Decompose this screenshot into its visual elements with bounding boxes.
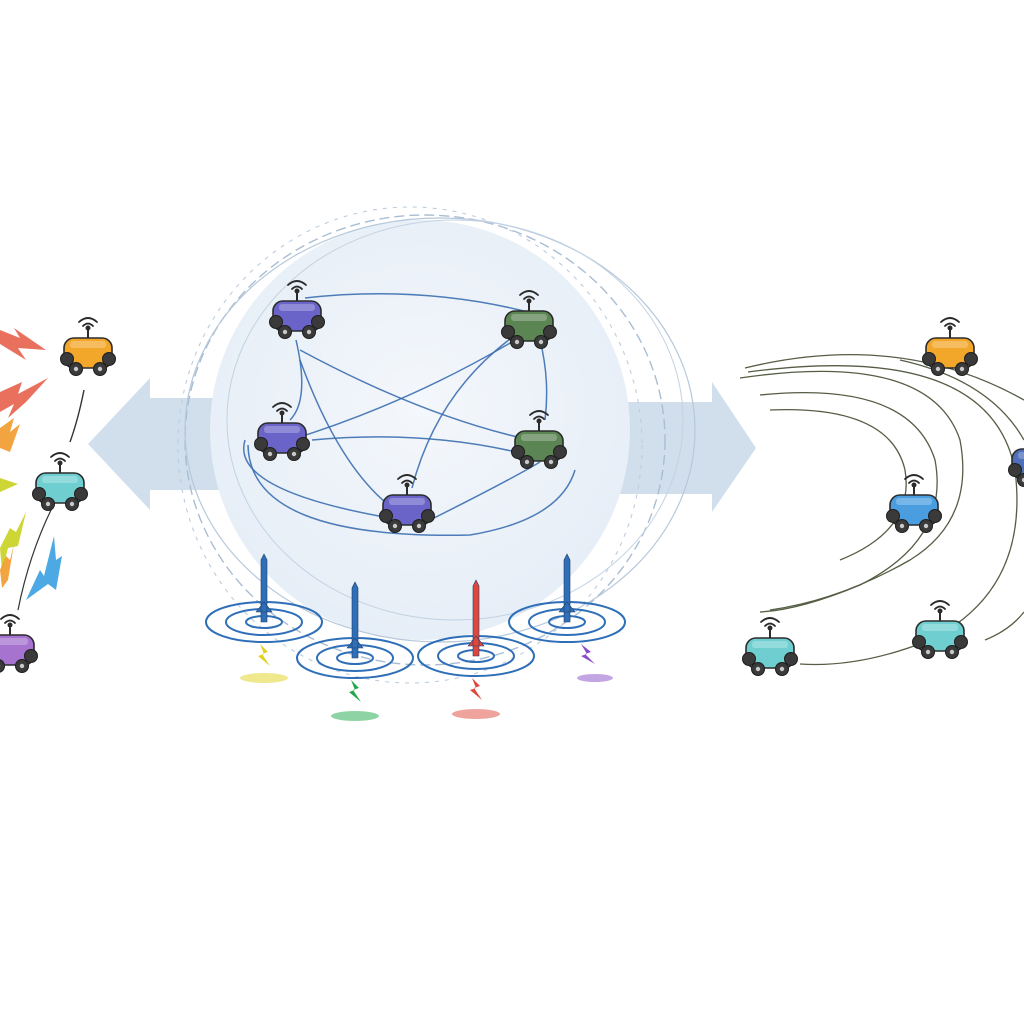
signal-streaks <box>0 328 62 600</box>
right-group <box>739 317 1024 677</box>
cluster-links <box>243 293 576 536</box>
robot-right-2 <box>1007 428 1024 488</box>
left-arrow <box>88 378 230 510</box>
beacon-2 <box>296 581 414 721</box>
robot-left-1 <box>59 317 117 377</box>
robot-right-1 <box>921 317 979 377</box>
left-group <box>0 317 117 674</box>
beacon-1 <box>205 553 323 683</box>
orbit-lines <box>739 354 1024 666</box>
robot-left-3 <box>0 614 39 674</box>
right-arrow <box>600 382 756 512</box>
beacons <box>205 553 626 721</box>
robot-right-5 <box>911 600 969 660</box>
beacon-4 <box>508 553 626 682</box>
beacon-3 <box>417 579 535 719</box>
robot-left-2 <box>31 452 89 512</box>
robot-right-3 <box>885 474 943 534</box>
robot-right-4 <box>741 617 799 677</box>
